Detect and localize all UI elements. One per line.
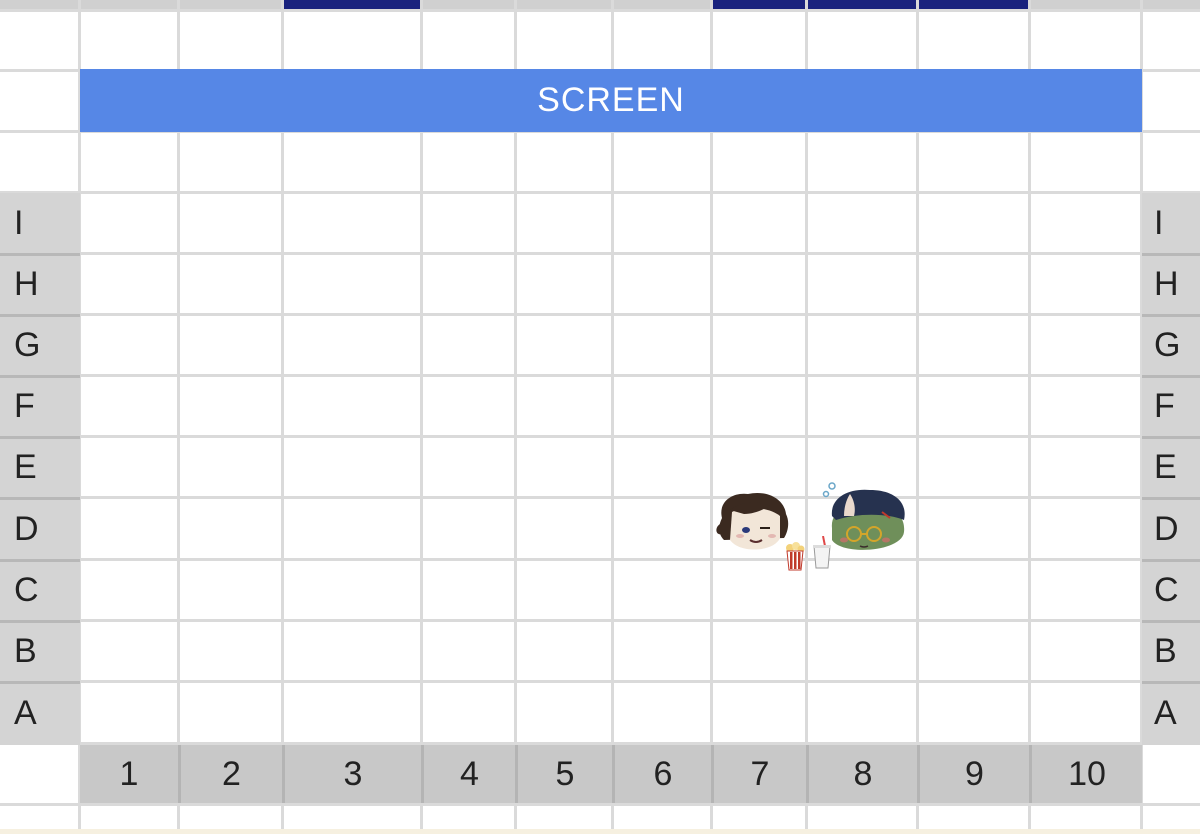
screen-banner: SCREEN <box>80 69 1142 132</box>
seat-number-bar: 1 2 3 4 5 6 7 8 9 10 <box>80 745 1142 803</box>
row-label-left: G <box>14 326 41 364</box>
top-strip-segment-5 <box>1028 0 1200 10</box>
row-label-right: B <box>1154 632 1177 670</box>
row-label-right: H <box>1154 265 1179 303</box>
seat-number: 2 <box>222 754 241 793</box>
seat-number: 3 <box>343 754 363 793</box>
row-labels-right: I H G F E D C B A <box>1142 193 1200 745</box>
drink-cup-icon <box>813 536 831 569</box>
top-strip-segment-2 <box>281 0 420 10</box>
row-label-left: H <box>14 265 39 303</box>
top-strip-segment-1 <box>0 0 281 10</box>
row-label-left: A <box>14 694 37 732</box>
row-label-right: E <box>1154 448 1177 486</box>
row-label-right: F <box>1154 387 1175 425</box>
row-label-right: G <box>1154 326 1181 364</box>
bottom-strip <box>0 829 1200 834</box>
row-label-left: F <box>14 387 35 425</box>
green-capped-character <box>822 482 905 550</box>
seat-number: 8 <box>853 754 873 793</box>
screen-label: SCREEN <box>537 81 685 119</box>
top-strip-segment-3 <box>420 0 710 10</box>
row-label-left: E <box>14 448 37 486</box>
seat-number: 9 <box>965 754 984 793</box>
top-strip-segment-4 <box>710 0 1028 10</box>
row-label-right: A <box>1154 694 1177 732</box>
row-label-left: D <box>14 510 39 548</box>
seat-number: 10 <box>1068 754 1106 793</box>
brown-haired-character <box>716 492 789 550</box>
row-label-left: B <box>14 632 37 670</box>
seat-number: 6 <box>653 754 673 793</box>
row-label-right: D <box>1154 510 1179 548</box>
row-label-left: C <box>14 571 39 609</box>
seat-number: 7 <box>750 754 770 793</box>
seat-number: 4 <box>460 754 479 793</box>
row-label-right: C <box>1154 571 1179 609</box>
seat-number: 1 <box>119 754 139 793</box>
row-label-right: I <box>1154 204 1164 242</box>
popcorn-icon <box>786 542 805 571</box>
seat-number: 5 <box>555 754 575 793</box>
row-label-left: I <box>14 204 24 242</box>
row-labels-left: I H G F E D C B A <box>0 193 80 745</box>
